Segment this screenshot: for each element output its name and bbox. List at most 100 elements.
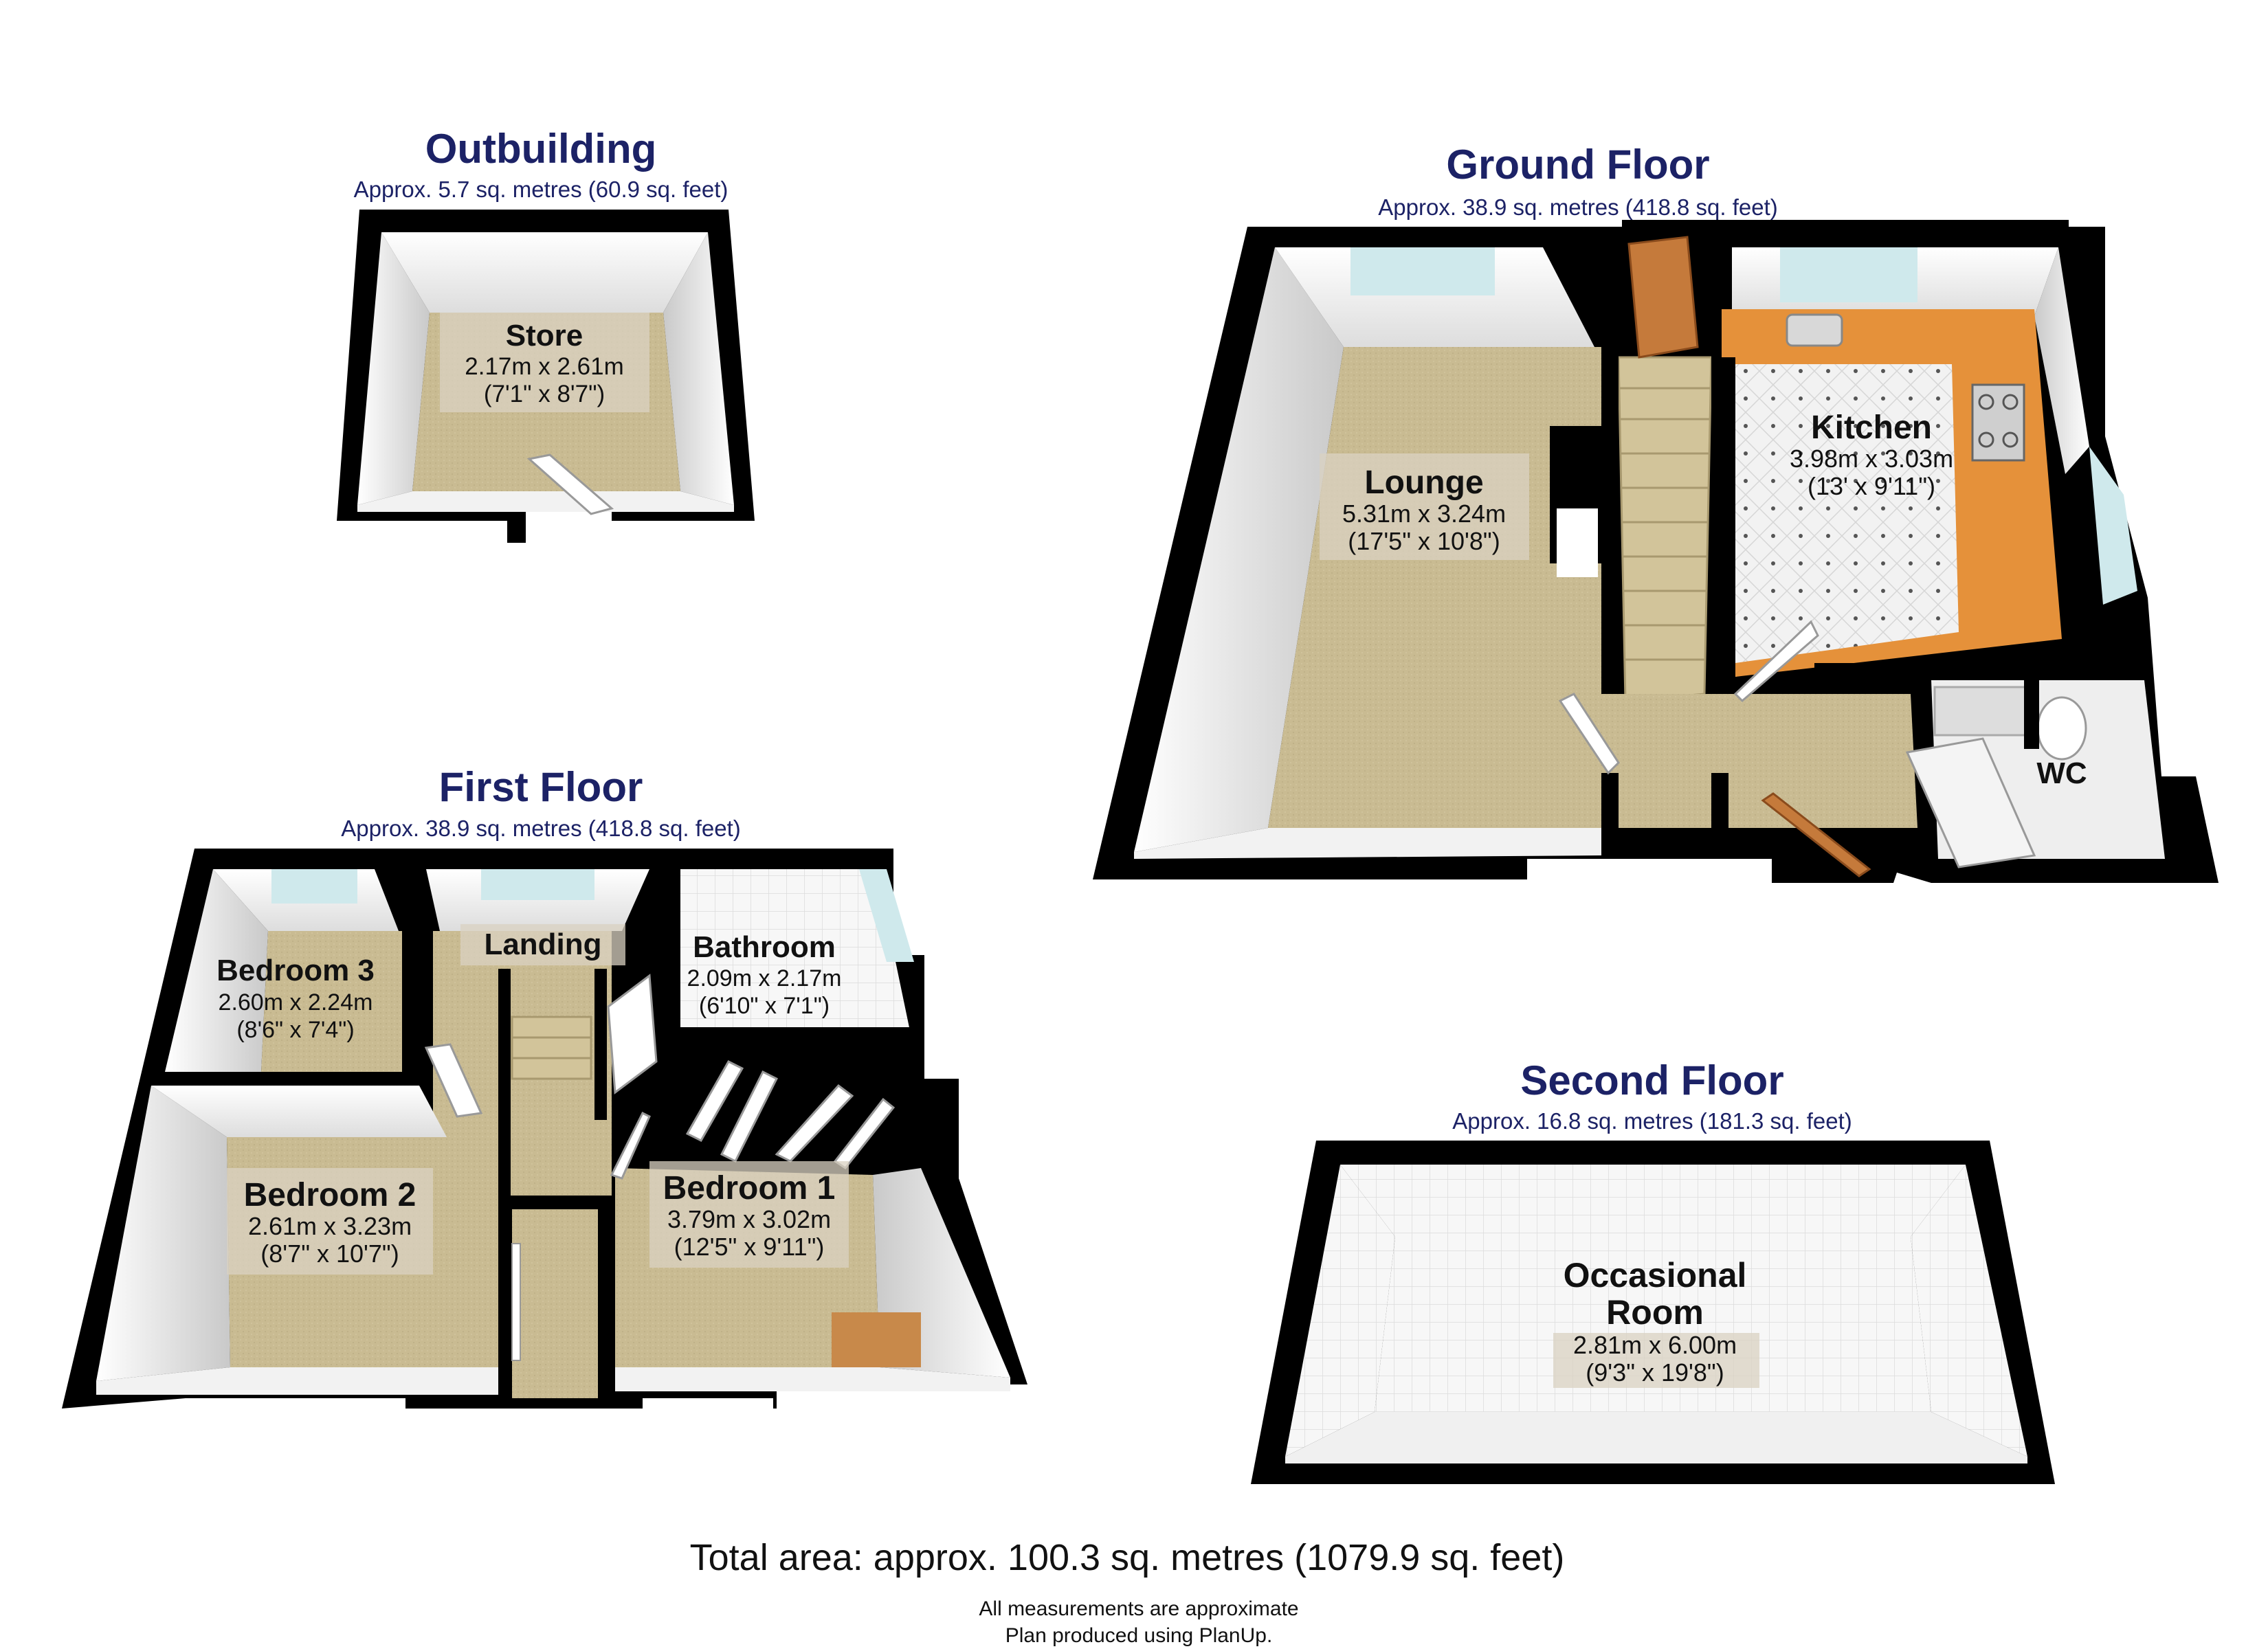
bedroom2-front-wall <box>96 1367 498 1395</box>
occasional-imperial: (9'3" x 19'8") <box>1586 1358 1724 1387</box>
cupboard-door <box>511 1243 521 1361</box>
ground-floor-plan: Ground Floor Approx. 38.9 sq. metres (41… <box>1093 142 2219 883</box>
lounge-name: Lounge <box>1364 464 1483 501</box>
bathroom-bottom-wall <box>649 1027 911 1041</box>
occasional-floor <box>1375 1237 1931 1412</box>
kitchen-sink <box>1786 313 1843 347</box>
occasional-name-1: Occasional <box>1564 1256 1747 1294</box>
landing-rail-right <box>594 969 607 1120</box>
bedroom3-floor <box>261 931 402 1072</box>
first-floor-plan: First Floor Approx. 38.9 sq. metres (418… <box>62 764 1027 1409</box>
bedroom3-wall-left <box>165 869 268 1072</box>
landing-cupboard-wall <box>498 1196 608 1209</box>
bathroom-door <box>607 974 658 1095</box>
bathroom-imperial: (6'10" x 7'1") <box>699 993 830 1019</box>
store-name: Store <box>506 319 583 352</box>
cupboard-wall-right <box>598 1196 612 1398</box>
chimney-side <box>1557 508 1598 577</box>
bedroom3-divider <box>155 1072 426 1086</box>
kitchen-imperial: (13' x 9'11") <box>1808 472 1935 500</box>
wc-window <box>2089 447 2137 605</box>
occasional-wall-right <box>1911 1165 2027 1457</box>
lounge-front-wall <box>1134 828 1601 859</box>
landing-window <box>481 869 594 900</box>
outbuilding-area: Approx. 5.7 sq. metres (60.9 sq. feet) <box>354 177 729 202</box>
wc-door <box>1905 737 2036 868</box>
outbuilding-front-wall <box>357 491 734 512</box>
occasional-metric: 2.81m x 6.00m <box>1573 1331 1737 1359</box>
wc-cistern <box>1933 686 2032 737</box>
kitchen-hob <box>1971 383 2025 462</box>
stairs <box>1617 356 1713 702</box>
occasional-wall-left <box>1285 1165 1395 1457</box>
bedroom1-imperial: (12'5" x 9'11") <box>674 1233 825 1261</box>
kitchen-wall-right <box>2034 247 2089 474</box>
kitchen-metric: 3.98m x 3.03m <box>1790 445 1953 473</box>
note-approximate: All measurements are approximate <box>979 1597 1298 1620</box>
hallway-floor <box>1601 694 1917 828</box>
bedroom3-metric: 2.60m x 2.24m <box>219 989 373 1016</box>
note-planup: Plan produced using PlanUp. <box>1005 1624 1273 1647</box>
wardrobe-doors <box>685 1060 896 1170</box>
occasional-name-2: Room <box>1606 1293 1704 1332</box>
bedroom2-imperial: (8'7" x 10'7") <box>260 1239 399 1268</box>
stair-wall-left <box>1608 240 1619 694</box>
stair-treads <box>1619 387 1711 661</box>
occasional-front-wall <box>1285 1412 2027 1463</box>
kitchen-wall-left <box>1722 357 1735 694</box>
hall-partition-2 <box>1711 773 1728 859</box>
bedroom1-door <box>610 1111 651 1180</box>
hob-rings <box>1978 394 2019 448</box>
kitchen-window <box>1780 247 1917 302</box>
bedroom1-furniture <box>832 1312 921 1367</box>
stair-wall-right <box>1711 330 1722 694</box>
bathroom-metric: 2.09m x 2.17m <box>687 965 842 991</box>
hall-partition <box>1601 773 1619 859</box>
cupboard-floor <box>512 1209 598 1398</box>
bedroom1-metric: 3.79m x 3.02m <box>667 1205 831 1233</box>
store-metric: 2.17m x 2.61m <box>465 353 624 380</box>
first-floor-title: First Floor <box>439 764 643 810</box>
store-imperial: (7'1" x 8'7") <box>484 381 605 407</box>
bedroom2-wall-top <box>151 1086 447 1137</box>
landing-stairs <box>511 1016 592 1080</box>
cupboard-wall-left <box>498 1196 512 1398</box>
bedroom2-metric: 2.61m x 3.23m <box>248 1212 412 1240</box>
second-floor-plan: Second Floor Approx. 16.8 sq. metres (18… <box>1251 1057 2055 1484</box>
bedroom3-imperial: (8'6" x 7'4") <box>236 1017 354 1043</box>
ground-floor-area: Approx. 38.9 sq. metres (418.8 sq. feet) <box>1378 194 1777 220</box>
kitchen-bottom-wall <box>1814 663 2151 678</box>
outbuilding-title: Outbuilding <box>425 126 657 172</box>
wc-toilet <box>2036 696 2087 761</box>
hall-door <box>1558 693 1620 775</box>
bedroom2-wall-left <box>96 1086 230 1381</box>
bedroom3-name: Bedroom 3 <box>216 954 375 987</box>
front-door-open <box>1761 792 1871 877</box>
outbuilding-wall-top <box>381 232 708 313</box>
first-floor-area: Approx. 38.9 sq. metres (418.8 sq. feet) <box>341 816 740 841</box>
landing-name: Landing <box>484 928 601 961</box>
kitchen-floor <box>1735 364 1966 677</box>
bathroom-wall-right <box>859 869 914 962</box>
outbuilding-wall-left <box>357 232 430 505</box>
footer: Total area: approx. 100.3 sq. metres (10… <box>690 1537 1565 1647</box>
lounge-window <box>1350 247 1495 295</box>
second-floor-title: Second Floor <box>1520 1057 1783 1103</box>
lounge-wall-left <box>1134 247 1344 852</box>
wc-wall <box>2024 673 2039 749</box>
kitchen-name: Kitchen <box>1811 410 1932 446</box>
bedroom1-name: Bedroom 1 <box>663 1170 836 1207</box>
total-area: Total area: approx. 100.3 sq. metres (10… <box>690 1537 1565 1578</box>
outbuilding-plan: Outbuilding Approx. 5.7 sq. metres (60.9… <box>337 126 755 543</box>
bathroom-name: Bathroom <box>693 930 836 964</box>
bedroom3-window <box>271 869 357 904</box>
lounge-metric: 5.31m x 3.24m <box>1342 500 1506 528</box>
kitchen-door <box>1733 620 1819 703</box>
front-door <box>1627 236 1699 359</box>
second-floor-area: Approx. 16.8 sq. metres (181.3 sq. feet) <box>1452 1108 1852 1134</box>
lounge-imperial: (17'5" x 10'8") <box>1348 527 1500 555</box>
wc-name: WC <box>2036 756 2087 790</box>
ground-floor-title: Ground Floor <box>1446 142 1709 188</box>
bedroom2-name: Bedroom 2 <box>244 1177 416 1213</box>
